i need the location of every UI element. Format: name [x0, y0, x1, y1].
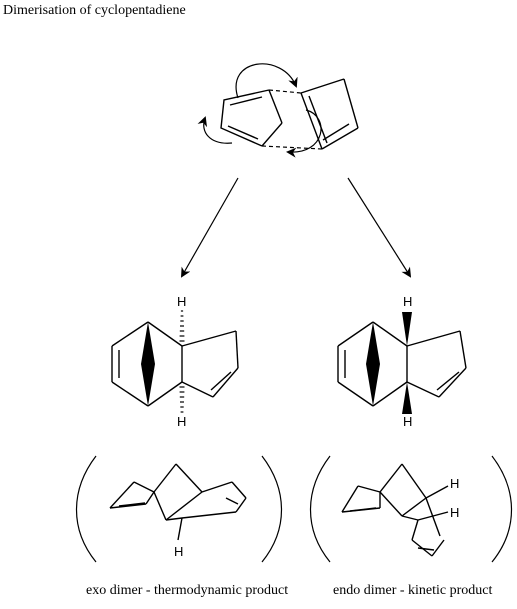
exo-top-h-label: H	[177, 294, 186, 309]
curly-arrows	[197, 63, 322, 158]
endo-top-wedge-bond	[402, 312, 412, 346]
exo-bottom-h-label: H	[177, 414, 186, 429]
endo-bottom-h-label: H	[403, 414, 412, 429]
exo-3d-h-label: H	[174, 544, 183, 559]
reactant-cyclopentadiene-left	[220, 89, 283, 147]
exo-caption: exo dimer - thermodynamic product	[86, 583, 289, 598]
exo-dimer-3d-structure	[109, 463, 247, 541]
endo-3d-h-label-upper: H	[450, 476, 459, 491]
endo-dimer-3d-structure	[341, 463, 449, 557]
endo-3d-h-label-lower: H	[450, 505, 459, 520]
endo-top-h-label: H	[403, 294, 412, 309]
endo-caption: endo dimer - kinetic product	[333, 583, 493, 598]
forming-bonds	[261, 89, 323, 150]
parentheses	[75, 455, 513, 563]
exo-bridge-wedge	[141, 322, 155, 406]
reaction-arrows	[181, 177, 412, 278]
endo-dimer-structure	[337, 321, 467, 407]
endo-bridge-wedge	[366, 322, 380, 406]
diagram-title: Dimerisation of cyclopentadiene	[3, 3, 186, 18]
endo-bottom-wedge-bond	[402, 382, 412, 414]
reactant-cyclopentadiene-right	[300, 78, 359, 150]
exo-dimer-structure	[111, 321, 239, 407]
exo-hashed-bonds	[179, 310, 185, 413]
